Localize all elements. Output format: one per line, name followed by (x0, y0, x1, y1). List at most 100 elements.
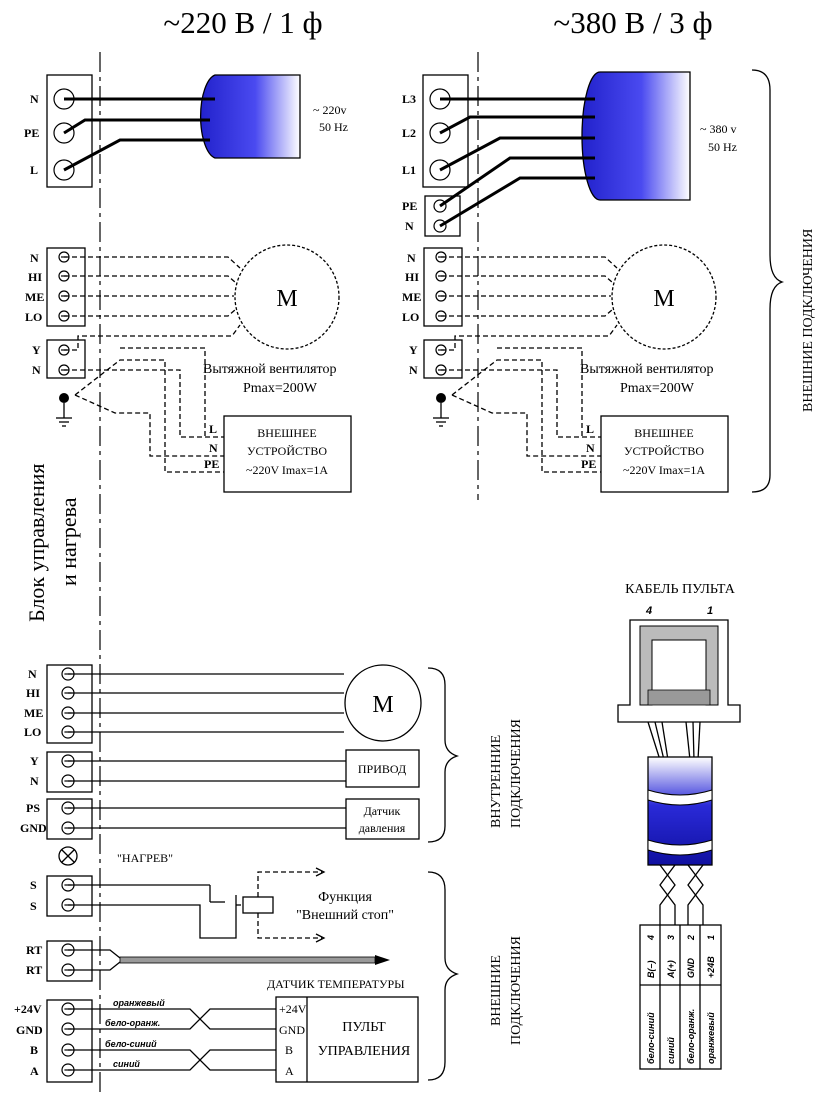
fan-term-label: HI (28, 270, 42, 284)
ext-pin-pe: PE (204, 457, 219, 471)
motor-term-label: HI (26, 686, 40, 700)
temp-term-label: RT (26, 943, 42, 957)
cable-color: бело-синий (646, 1012, 656, 1064)
fan-motor-icon (234, 244, 340, 350)
drive-label: ПРИВОД (358, 762, 406, 776)
fan-name: Вытяжной вентилятор (580, 362, 713, 377)
fan-name: Вытяжной вентилятор (203, 362, 336, 377)
fan-section-right: N HI ME LO Y N M Вытяжной вентилятор Pma… (402, 244, 729, 493)
terminal-label-l2: L2 (402, 126, 416, 140)
stop-line1: Функция (318, 890, 372, 905)
pressure-line1: Датчик (364, 804, 401, 818)
wire-color: бело-синий (105, 1039, 157, 1049)
panel-term-label: +24V (14, 1002, 42, 1016)
drive-term-label: Y (30, 754, 39, 768)
fan-term-label: ME (25, 290, 44, 304)
internal-label-1: ВНУТРЕННИЕ (489, 735, 504, 828)
supply-freq-1ph: 50 Hz (319, 120, 348, 134)
ground-icon (59, 393, 69, 403)
cable-signal: +24B (706, 956, 716, 978)
panel-term-label: A (30, 1064, 39, 1078)
motor-term-label: N (28, 667, 37, 681)
wire-color: оранжевый (113, 998, 165, 1008)
brace-external-top (751, 69, 785, 493)
terminal-screw-icon (53, 122, 75, 144)
stop-line2: "Внешний стоп" (296, 908, 394, 923)
drive-term-label: N (30, 774, 39, 788)
terminal-label-l3: L3 (402, 92, 416, 106)
supply-3ph-block: L3 L2 L1 PE N ~ 380 v 50 Hz (402, 71, 737, 237)
cable-color: синий (666, 1037, 676, 1064)
fan-power: Pmax=200W (620, 381, 695, 396)
terminal-screw-icon (53, 159, 75, 181)
fan-term-label: LO (402, 310, 419, 324)
supply-cable-3ph (581, 71, 691, 201)
cable-pin-right: 1 (707, 605, 713, 617)
pressure-sensor-box (345, 798, 420, 840)
side-label-external: ВНЕШНИЕ ПОДКЛЮЧЕНИЯ (801, 229, 816, 412)
ext-device-line1: ВНЕШНЕЕ (257, 426, 316, 440)
fan-motor-icon (611, 244, 717, 350)
terminal-screw-icon (433, 199, 447, 213)
ext-pin-pe: PE (581, 457, 596, 471)
terminal-label-n-3ph: N (405, 219, 414, 233)
fan-term-label: N (30, 251, 39, 265)
supply-freq-3ph: 50 Hz (708, 140, 737, 154)
terminal-label-l1: L1 (402, 163, 416, 177)
fan-term-label: ME (402, 290, 421, 304)
terminal-label-l: L (30, 163, 38, 177)
ext-pin-n: N (586, 441, 595, 455)
motor-term-label: LO (24, 725, 41, 739)
cable-pin-left: 4 (645, 605, 652, 617)
fan-term-label: N (409, 363, 418, 377)
temp-label: ДАТЧИК ТЕМПЕРАТУРЫ (267, 977, 405, 991)
cable-signal: GND (686, 958, 696, 979)
cable-color: бело-оранж. (686, 1009, 696, 1064)
terminal-label-pe: PE (24, 126, 39, 140)
panel-pin-label: B (285, 1043, 293, 1057)
fan-term-label: HI (405, 270, 419, 284)
control-panel-box (275, 996, 419, 1083)
fan-motor-label: M (276, 286, 297, 312)
cable-number: 2 (686, 935, 696, 941)
fan-term-label: N (32, 363, 41, 377)
lower-section: N HI ME LO Y N PS GND S S RT RT +24V GND… (14, 664, 524, 1083)
temp-term-label: RT (26, 963, 42, 977)
terminal-screw-icon (429, 159, 451, 181)
pressure-term-label: PS (26, 801, 40, 815)
motor-icon (344, 664, 422, 742)
fan-section-left: N HI ME LO Y N M Вытяжной вентилятор Pma… (25, 244, 352, 493)
internal-label-2: ПОДКЛЮЧЕНИЯ (509, 719, 524, 828)
external-label-1: ВНЕШНИЕ (489, 955, 504, 1026)
panel-pin-label: GND (279, 1023, 305, 1037)
cable-signal: A(+) (666, 960, 676, 979)
brace-internal (427, 667, 460, 843)
pressure-line2: давления (359, 821, 406, 835)
terminal-screw-icon (429, 122, 451, 144)
side-label-control-2: и нагрева (56, 497, 81, 586)
pressure-term-label: GND (20, 821, 47, 835)
ground-icon (436, 393, 446, 403)
wire-color: бело-оранж. (105, 1018, 160, 1028)
cable-number: 3 (666, 935, 676, 940)
temp-probe (119, 956, 376, 964)
motor-term-label: ME (24, 706, 43, 720)
ext-device-line1: ВНЕШНЕЕ (634, 426, 693, 440)
temp-probe-tip (375, 955, 390, 965)
supply-voltage-1ph: ~ 220v (313, 103, 347, 117)
fan-term-label: Y (409, 343, 418, 357)
panel-term-label: GND (16, 1023, 43, 1037)
panel-pin-label: +24V (279, 1002, 307, 1016)
wire-color: синий (113, 1059, 140, 1069)
cable-number: 4 (646, 935, 656, 941)
ext-device-line2: УСТРОЙСТВО (624, 444, 704, 458)
ext-device-line3: ~220V Imax=1A (623, 463, 705, 477)
cable-signal: B(–) (646, 960, 656, 978)
panel-term-label: B (30, 1043, 38, 1057)
motor-label: M (372, 692, 393, 718)
terminal-label-n: N (30, 92, 39, 106)
fan-power: Pmax=200W (243, 381, 318, 396)
fan-term-label: N (407, 251, 416, 265)
title-single-phase: ~220 В / 1 ф (163, 5, 322, 40)
ext-device-box (223, 415, 352, 493)
